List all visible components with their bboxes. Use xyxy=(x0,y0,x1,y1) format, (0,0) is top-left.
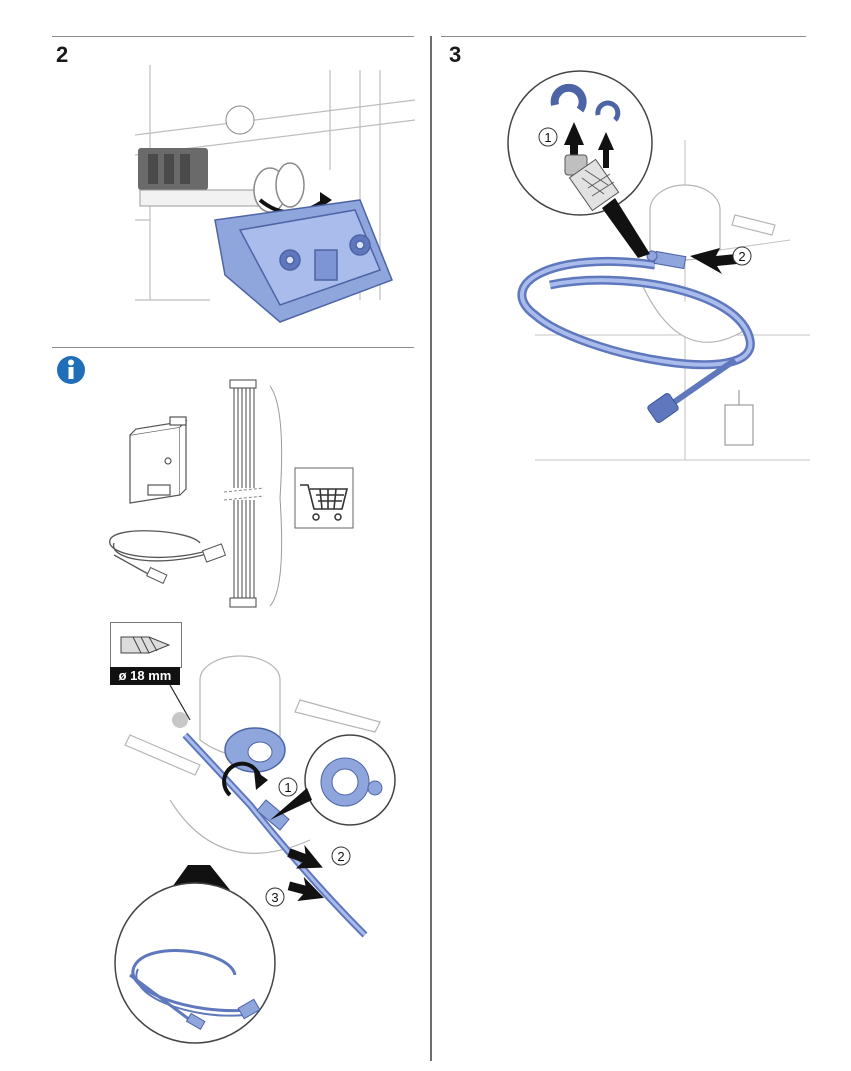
step2-bracket-illustration xyxy=(130,60,420,330)
info-icon xyxy=(56,355,86,385)
callout-push-hose: 2 xyxy=(337,849,344,864)
callout-rotate: 1 xyxy=(284,780,291,795)
column-divider xyxy=(430,36,432,1061)
top-rule-left xyxy=(52,36,414,37)
shopping-cart-icon xyxy=(294,467,354,529)
top-rule-right xyxy=(441,36,806,37)
step3-hose-illustration: 1 2 xyxy=(490,70,810,465)
step-number-3: 3 xyxy=(449,44,461,66)
step-number-2: 2 xyxy=(56,44,68,66)
ribbon-cable xyxy=(220,378,290,610)
cable-detail-zoom xyxy=(110,865,300,1050)
callout-remove-clips: 1 xyxy=(544,130,551,145)
info-section-rule xyxy=(52,347,414,348)
control-box-and-cable xyxy=(100,415,230,595)
callout-insert-hose: 2 xyxy=(738,249,745,264)
